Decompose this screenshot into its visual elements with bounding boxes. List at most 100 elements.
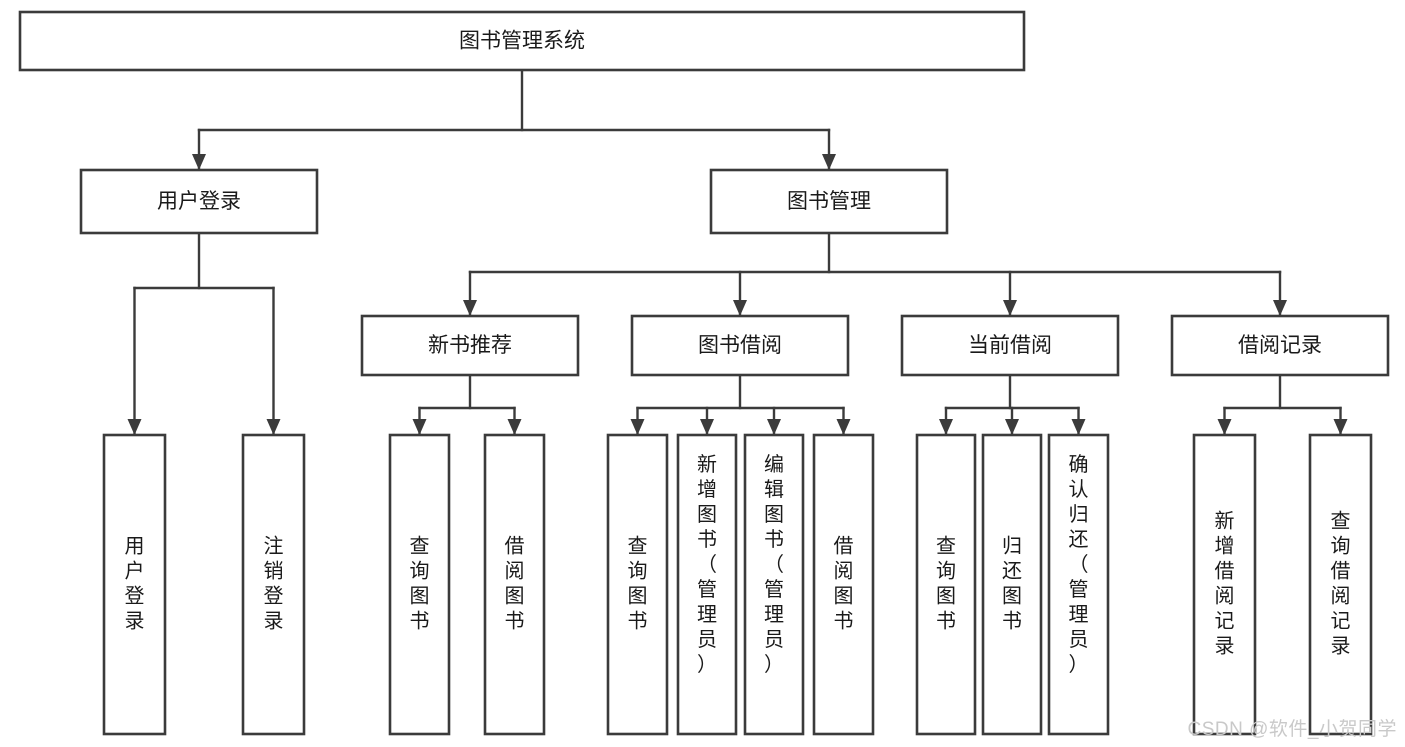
arrow-head-icon — [767, 419, 781, 435]
node-label-char: 新 — [697, 453, 717, 476]
node-label-char: 询 — [410, 559, 430, 582]
node-label-char: 录 — [264, 610, 284, 632]
node-box — [1192, 433, 1257, 736]
arrow-head-icon — [1003, 300, 1017, 316]
node-box — [1047, 433, 1110, 736]
arrow-head-icon — [733, 300, 747, 316]
node-leaf-用户登录[interactable]: 用户登录 — [102, 433, 167, 736]
node-label-char: 管 — [697, 578, 717, 601]
arrow-head-icon — [1273, 300, 1287, 316]
node-label-char: 还 — [1069, 528, 1089, 551]
node-l3-图书借阅[interactable]: 图书借阅 — [630, 314, 850, 377]
node-label-char: 员 — [697, 629, 717, 651]
node-box — [743, 433, 805, 736]
node-label-char: 图 — [936, 585, 956, 607]
node-box — [676, 433, 738, 736]
node-box — [388, 433, 451, 736]
arrow-head-icon — [412, 419, 427, 435]
node-label-char: 图 — [1002, 585, 1022, 607]
node-label-char: 登 — [264, 584, 284, 607]
node-label-char: 归 — [1069, 503, 1089, 526]
node-label-char: 录 — [125, 610, 145, 632]
node-label-char: 阅 — [1331, 584, 1351, 607]
node-box — [709, 168, 949, 235]
node-l3-借阅记录[interactable]: 借阅记录 — [1170, 314, 1390, 377]
node-box — [79, 168, 319, 235]
node-label-char: ） — [1069, 653, 1089, 676]
node-label-char: 查 — [410, 534, 430, 557]
arrow-head-icon — [1005, 419, 1019, 435]
node-box — [102, 433, 167, 736]
node-label-char: 借 — [1331, 559, 1351, 582]
arrow-head-icon — [266, 419, 281, 435]
node-label-char: 图 — [505, 585, 525, 607]
node-label-char: 书 — [936, 609, 956, 632]
node-label-char: 图 — [410, 585, 430, 607]
node-root-图书管理系统[interactable]: 图书管理系统 — [18, 10, 1026, 72]
node-label-char: 户 — [125, 559, 145, 582]
arrow-head-icon — [192, 154, 206, 170]
node-l2-图书管理[interactable]: 图书管理 — [709, 168, 949, 235]
arrow-head-icon — [1071, 419, 1086, 435]
node-label-char: 理 — [697, 604, 717, 626]
node-label-char: 查 — [628, 534, 648, 557]
node-label-char: 归 — [1002, 534, 1022, 557]
node-label-char: 书 — [410, 609, 430, 632]
node-label-char: 录 — [1215, 635, 1235, 657]
watermark-text: CSDN @软件_小贺同学 — [1187, 719, 1397, 740]
arrow-head-icon — [700, 419, 714, 435]
connector-layer — [127, 68, 1348, 436]
node-label-char: ） — [697, 653, 717, 676]
node-label-char: 图 — [628, 585, 648, 607]
node-label-char: 确 — [1069, 453, 1089, 476]
node-label-char: 借 — [1215, 559, 1235, 582]
node-label-char: 询 — [1331, 534, 1351, 557]
node-label-char: 阅 — [834, 559, 854, 582]
arrow-head-icon — [630, 419, 645, 435]
node-label-char: 记 — [1215, 609, 1235, 632]
node-box — [630, 314, 850, 377]
node-label-char: 记 — [1331, 609, 1351, 632]
node-label: 当前借阅 — [968, 334, 1052, 357]
node-label-char: 询 — [628, 559, 648, 582]
node-box — [915, 433, 977, 736]
node-box — [900, 314, 1120, 377]
arrow-head-icon — [939, 419, 953, 435]
node-label-char: （ — [764, 553, 784, 576]
node-label: 新书推荐 — [428, 334, 512, 357]
node-label-char: 新 — [1215, 509, 1235, 532]
node-label-char: 借 — [505, 534, 525, 557]
node-l3-当前借阅[interactable]: 当前借阅 — [900, 314, 1120, 377]
node-label-char: 理 — [1069, 604, 1089, 626]
node-label-char: 认 — [1069, 478, 1089, 501]
arrow-head-icon — [507, 419, 522, 435]
node-l2-用户登录[interactable]: 用户登录 — [79, 168, 319, 235]
node-label-char: 录 — [1331, 635, 1351, 657]
arrow-head-icon — [1217, 419, 1232, 435]
node-layer: 图书管理系统用户登录图书管理新书推荐图书借阅当前借阅借阅记录用户登录注销登录查询… — [18, 10, 1390, 736]
node-l3-新书推荐[interactable]: 新书推荐 — [360, 314, 580, 377]
node-box — [18, 10, 1026, 72]
node-box — [241, 433, 306, 736]
node-label-char: 书 — [834, 609, 854, 632]
arrow-head-icon — [1333, 419, 1348, 435]
node-label-char: 增 — [1215, 534, 1235, 557]
node-label-char: 登 — [125, 584, 145, 607]
node-label-char: 注 — [264, 534, 284, 557]
node-label-char: 销 — [264, 559, 284, 582]
node-label-char: 书 — [697, 528, 717, 551]
